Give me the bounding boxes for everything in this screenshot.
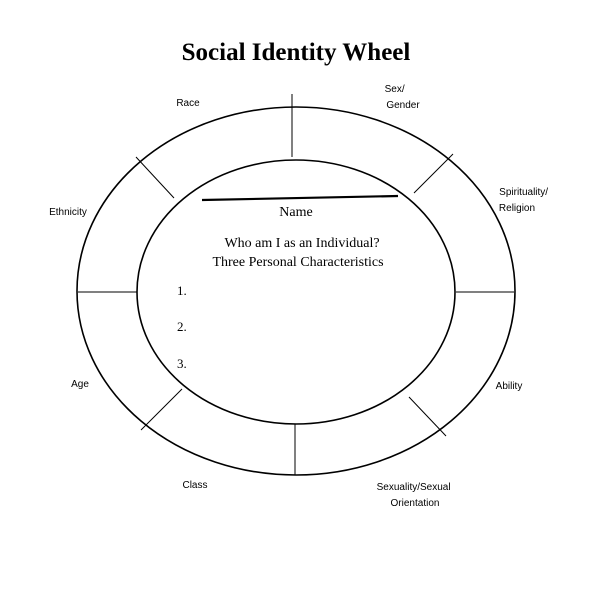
divider-class-age [140, 388, 183, 431]
divider-ethnicity-race [135, 156, 175, 199]
segment-label-class: Class [182, 480, 207, 491]
characteristic-item-3: 3. [177, 356, 187, 371]
divider-sex-spirituality [413, 153, 454, 194]
segment-label-ethnicity: Ethnicity [49, 207, 87, 218]
segment-label-age: Age [71, 379, 89, 390]
page-title: Social Identity Wheel [182, 39, 411, 66]
name-label: Name [279, 205, 312, 220]
characteristic-item-1: 1. [177, 283, 187, 298]
characteristic-item-2: 2. [177, 319, 187, 334]
center-question: Who am I as an Individual? [224, 236, 379, 251]
segment-label-sex-gender: Sex/ Gender [385, 84, 421, 111]
segment-label-sexuality-orientation: Sexuality/Sexual Orientation [377, 482, 454, 509]
segment-label-race: Race [176, 98, 200, 109]
name-line [201, 194, 399, 202]
divider-ability-sexuality [408, 396, 447, 437]
segment-label-spirituality-religion: Spirituality/ Religion [499, 187, 551, 214]
outer-ring [76, 106, 516, 476]
center-subtitle: Three Personal Characteristics [212, 255, 383, 270]
segment-label-ability: Ability [496, 381, 523, 392]
